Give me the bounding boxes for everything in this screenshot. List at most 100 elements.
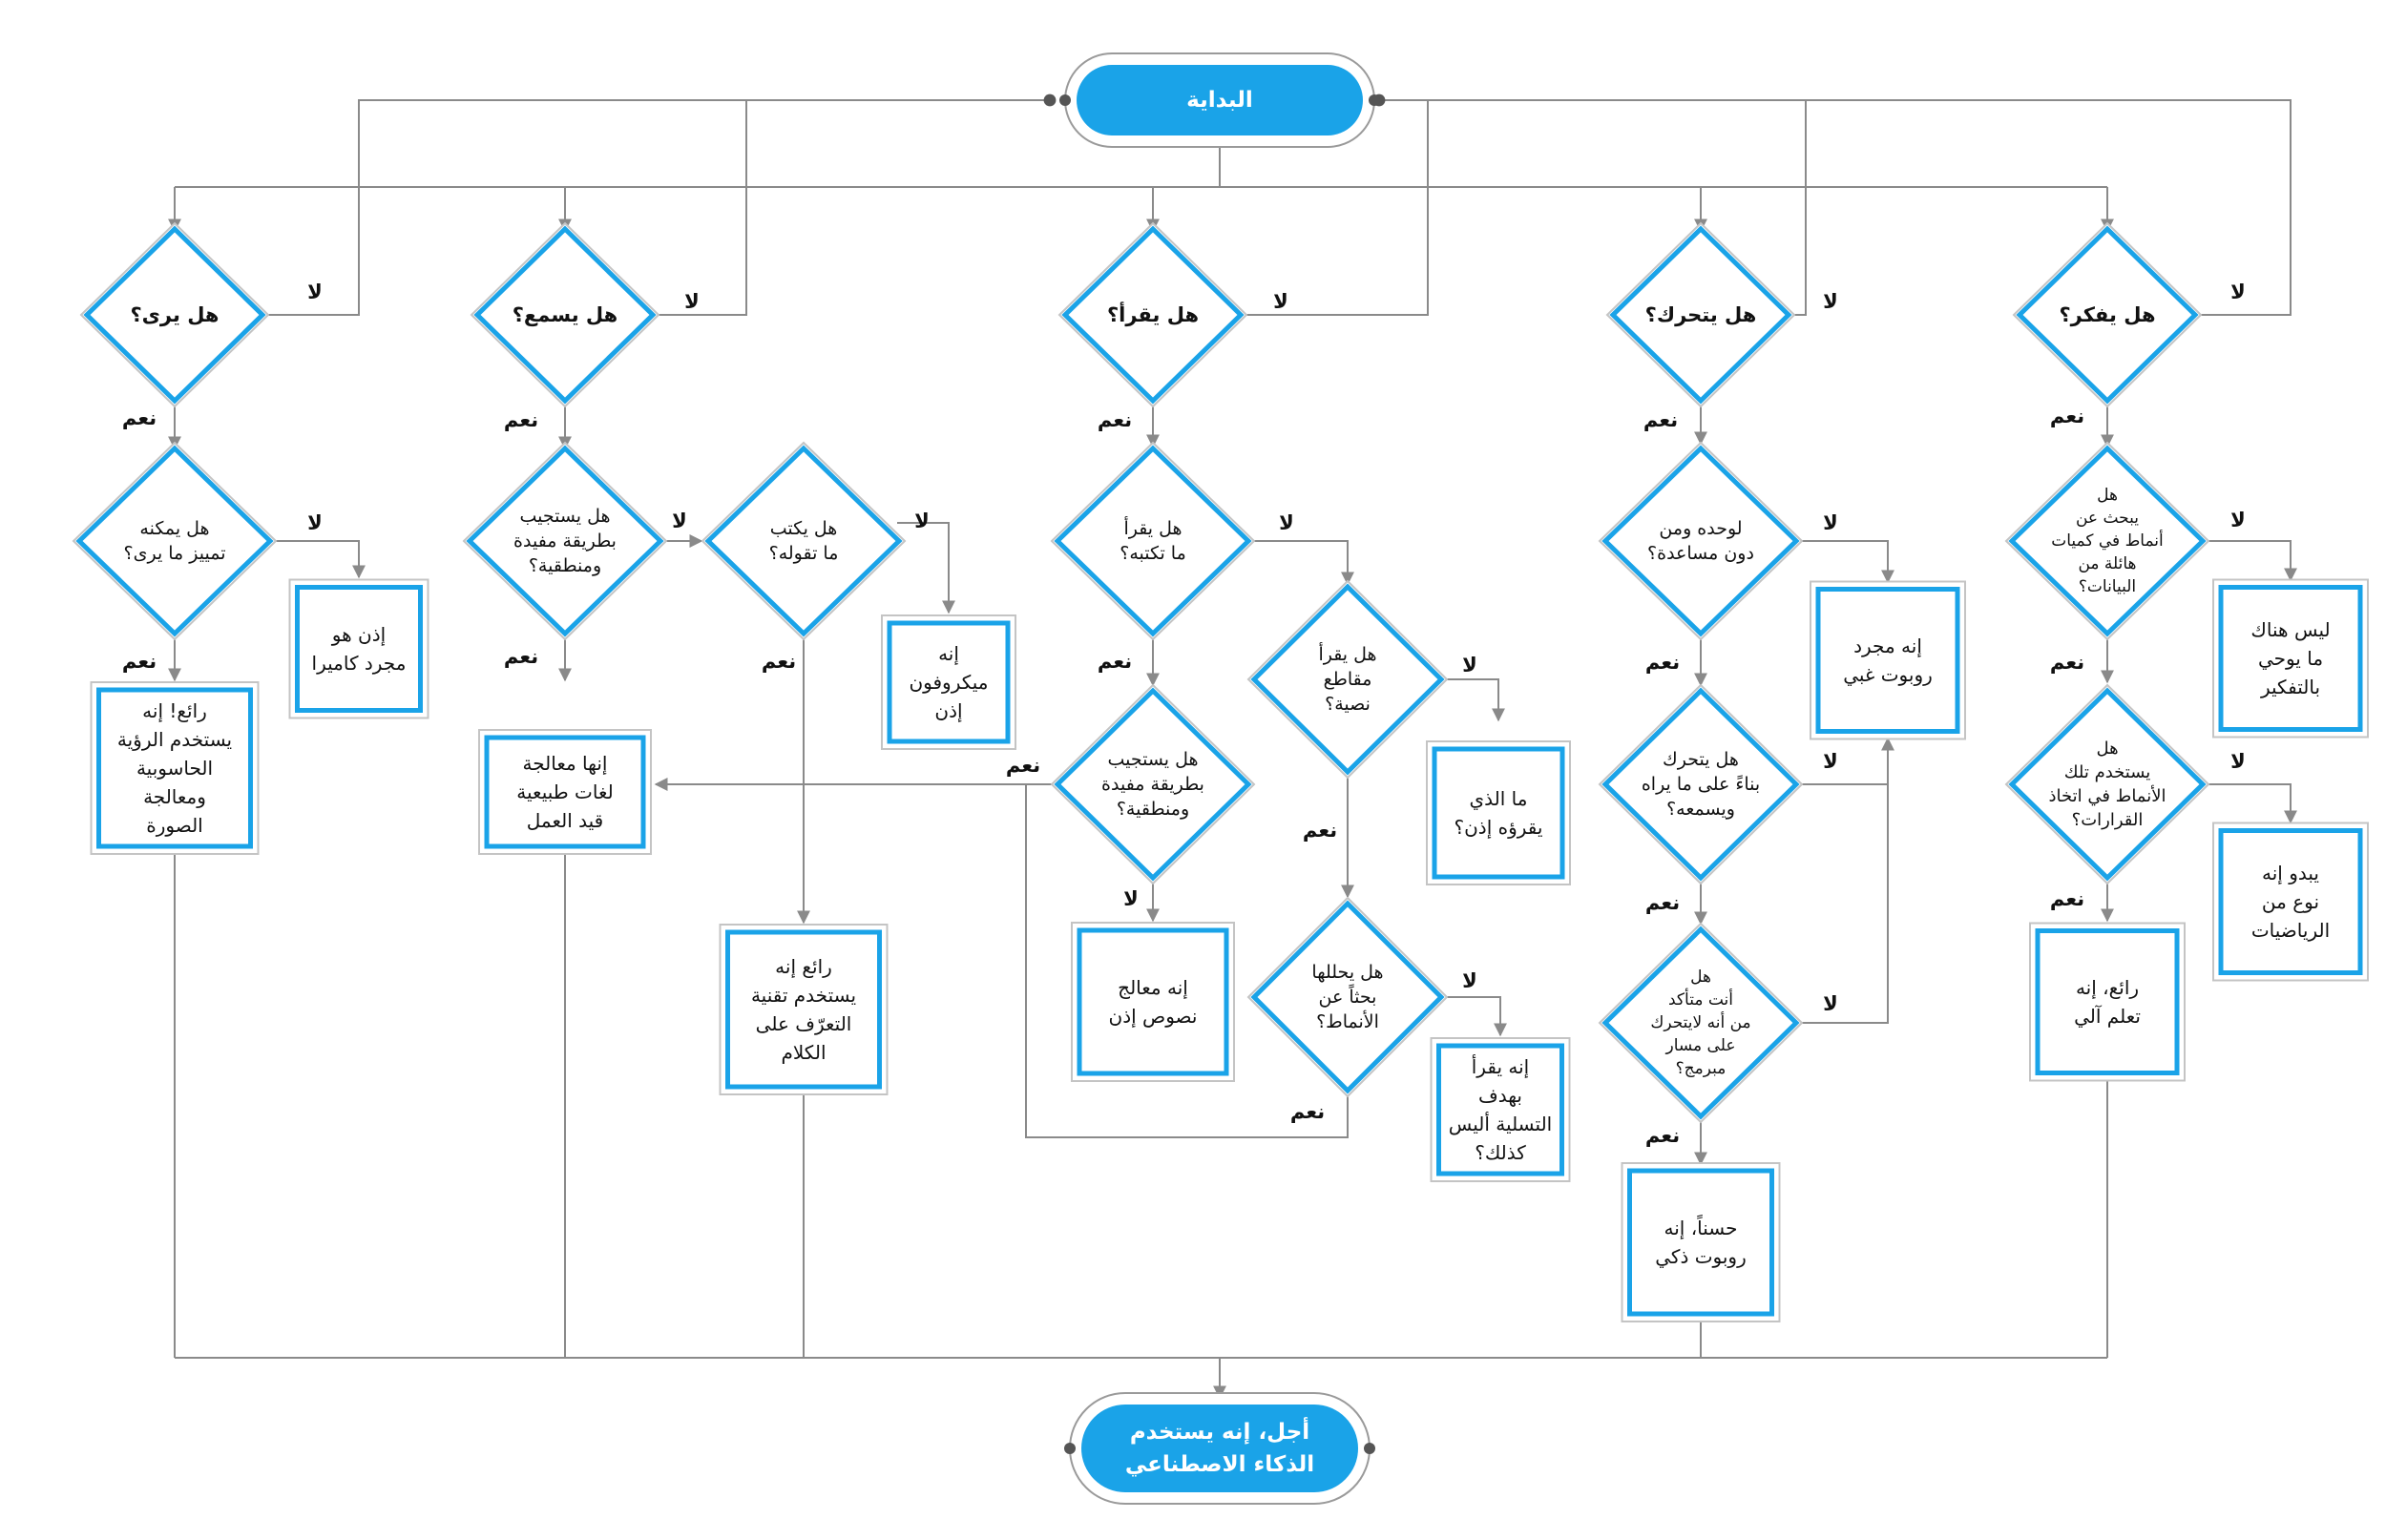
label-q3c-no: لا	[1462, 654, 1477, 676]
question-writes-speech-line-2: ما تقوله؟	[769, 543, 839, 564]
label-q2-no: لا	[684, 290, 700, 313]
question-uses-patterns-line-1: هل	[2096, 739, 2118, 759]
question-analyzes-patterns-line-1: هل يحللها	[1311, 962, 1383, 983]
result-machine-learning-line-1: رائع، إنه	[2076, 976, 2139, 1000]
label-q2a-yes: نعم	[504, 645, 538, 668]
result-math-line-1: يبدو إنه	[2262, 862, 2319, 885]
result-microphone-line-1: إنه	[938, 642, 959, 666]
label-q4a-no: لا	[1823, 511, 1838, 534]
result-nlp-line-3: قيد العمل	[527, 809, 603, 832]
question-reads: هل يقرأ؟	[1057, 221, 1248, 408]
result-just-camera-line-1: إذن هو	[331, 623, 386, 647]
end-node-right-dot	[1364, 1443, 1375, 1454]
question-programmed-path-line-2: أنت متأكد	[1668, 988, 1733, 1009]
label-q3a-yes: نعم	[1098, 650, 1132, 673]
question-sees: هل يرى؟	[79, 221, 270, 408]
question-programmed-path-line-4: على مسار	[1664, 1036, 1735, 1055]
question-responds-logically-line-3: ومنطقية؟	[529, 555, 601, 576]
question-reads-passages-line-3: نصية؟	[1325, 694, 1371, 715]
question-moves-alone-line-2: دون مساعدة؟	[1647, 543, 1754, 564]
label-q4c-yes: نعم	[1645, 1124, 1680, 1147]
label-q3-no: لا	[1273, 290, 1288, 313]
question-uses-patterns-line-3: الأنماط في اتخاذ	[2049, 785, 2166, 806]
result-dumb-robot-inner	[1815, 587, 1960, 734]
label-q5a-yes: نعم	[2050, 651, 2084, 674]
question-moves-on-senses-line-1: هل يتحرك	[1663, 749, 1739, 770]
question-programmed-path-inner	[1601, 926, 1800, 1120]
end-node-fill	[1081, 1405, 1358, 1492]
label-q4a-yes: نعم	[1645, 651, 1680, 674]
result-just-camera-inner	[295, 585, 423, 713]
question-responds-to-text-line-3: ومنطقية؟	[1117, 799, 1189, 820]
result-nlp-inner	[484, 735, 646, 849]
start-node-fill	[1077, 65, 1363, 135]
label-q1-yes: نعم	[122, 406, 157, 429]
connector-q4b-no	[1799, 737, 1894, 785]
label-q3b-yes: نعم	[1006, 754, 1040, 777]
end-node-line-2: الذكاء الاصطناعي	[1125, 1452, 1314, 1477]
question-responds-to-text-line-1: هل يستجيب	[1107, 749, 1198, 770]
question-responds-to-text-inner	[1054, 687, 1252, 882]
label-q4b-yes: نعم	[1645, 891, 1680, 914]
label-q1a-yes: نعم	[122, 650, 157, 673]
question-programmed-path-line-5: مبرمج؟	[1676, 1059, 1727, 1078]
connector-q3c-no	[1441, 678, 1505, 722]
result-reads-for-fun-line-1: إنه يقرأ	[1472, 1054, 1529, 1079]
label-q2-yes: نعم	[504, 408, 538, 431]
result-microphone-line-3: إذن	[934, 699, 962, 723]
result-machine-learning-line-2: تعلم آلي	[2074, 1004, 2141, 1029]
label-q3c-yes: نعم	[1303, 819, 1337, 842]
question-uses-patterns-inner	[2008, 687, 2207, 882]
question-programmed-path-line-3: من أنه لايتحرك	[1650, 1011, 1750, 1032]
label-q5b-no: لا	[2230, 750, 2246, 773]
result-speech-recognition-line-3: التعرّف على	[756, 1012, 852, 1035]
label-q3-yes: نعم	[1098, 408, 1132, 431]
label-q3d-no: لا	[1462, 969, 1477, 992]
label-q3a-no: لا	[1279, 511, 1294, 534]
question-sees-inner	[83, 225, 266, 405]
question-moves-on-senses-inner	[1601, 687, 1800, 882]
result-computer-vision-line-3: الحاسوبية	[136, 757, 213, 780]
question-moves-on-senses-line-2: بناءً على ما يراه	[1642, 774, 1760, 795]
connector-q4c-no	[1799, 784, 1889, 1024]
connector-q4-no-to-start	[1372, 94, 1807, 316]
result-reads-for-fun-line-2: بهدف	[1478, 1084, 1522, 1107]
result-speech-recognition-line-4: الكلام	[781, 1041, 826, 1064]
label-q4-yes: نعم	[1643, 408, 1678, 431]
question-uses-patterns-line-2: يستخدم تلك	[2064, 762, 2151, 782]
question-reads-writing-line-1: هل يقرأ	[1123, 516, 1182, 539]
question-finds-data-patterns-inner	[2008, 445, 2207, 637]
result-reads-for-fun-inner	[1436, 1043, 1564, 1176]
edge-labels: لا لا لا لا لا نعم نعم نعم نعم نعم لا نعم لا نعم لا نعم…	[122, 281, 2246, 1147]
end-node-left-dot	[1064, 1443, 1076, 1454]
question-responds-to-text-line-2: بطريقة مفيدة	[1101, 774, 1204, 795]
connector-q5a-no	[2200, 540, 2297, 582]
label-q3d-yes: نعم	[1290, 1100, 1325, 1123]
connector-q3d-yes	[1025, 784, 1349, 1138]
result-smart-robot-line-2: روبوت ذكي	[1655, 1245, 1747, 1269]
start-node-right-dot	[1369, 94, 1380, 106]
connector-q4a-no	[1799, 540, 1894, 584]
result-text-processor-line-1: إنه معالج	[1118, 976, 1188, 1000]
label-q5a-no: لا	[2230, 509, 2246, 531]
start-node: البداية	[1059, 52, 1380, 148]
question-distinguish-sight-line-2: تمييز ما يرى؟	[124, 543, 226, 564]
label-q2a-no: لا	[672, 510, 687, 532]
result-nlp-line-2: لغات طبيعية	[516, 780, 613, 803]
